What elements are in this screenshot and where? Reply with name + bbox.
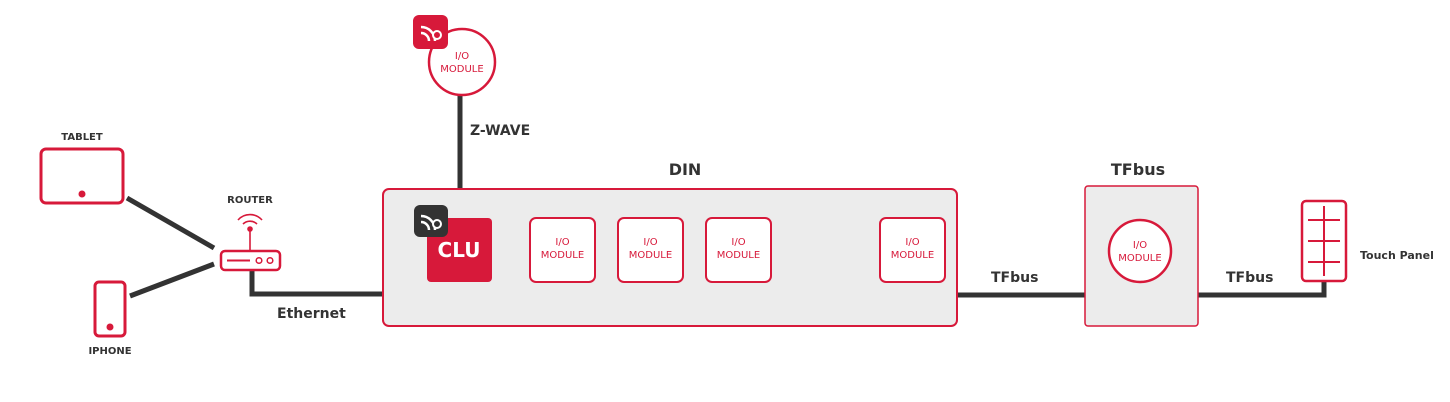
zwave-label: Z-WAVE [470, 123, 530, 139]
touch-panel-label: Touch Panel [1360, 249, 1434, 262]
router-wifi-icon [237, 213, 263, 250]
iphone-router-link [129, 261, 215, 299]
tablet-home-button [78, 190, 86, 198]
tablet-router-link [125, 195, 216, 251]
module-line1: I/O [643, 237, 657, 248]
din-title: DIN [669, 160, 702, 179]
din-io-module-4: I/O MODULE [879, 217, 946, 283]
module-line1: I/O [731, 237, 745, 248]
router-device: ROUTER [219, 195, 282, 272]
din-io-module-1: I/O MODULE [529, 217, 596, 283]
tfbus-module-line1: I/O [1133, 240, 1147, 251]
tfbus-module-line2: MODULE [1118, 253, 1161, 264]
module-line2: MODULE [629, 250, 672, 261]
module-line2: MODULE [541, 250, 584, 261]
tfbus-panel: TFbus I/O MODULE [1084, 160, 1199, 327]
ethernet-label: Ethernet [277, 306, 346, 322]
zwave-io-module: I/O MODULE [413, 15, 497, 97]
iphone-label: IPHONE [88, 346, 131, 357]
zwave-module-line1: I/O [455, 51, 469, 62]
tfbus-right-label: TFbus [1226, 270, 1273, 286]
wireless-icon [413, 15, 448, 49]
touch-panel-device: Touch Panel [1300, 199, 1434, 283]
clu-controller: CLU [414, 205, 492, 282]
zwave-module-line2: MODULE [440, 64, 483, 75]
iphone-home-button [106, 323, 114, 331]
router-body [219, 249, 282, 272]
router-label: ROUTER [227, 195, 273, 206]
tablet-device: TABLET [39, 132, 125, 205]
tfbus-panel-title: TFbus [1111, 160, 1165, 179]
module-line2: MODULE [891, 250, 934, 261]
tablet-frame [39, 147, 125, 205]
tfbus-module-circle [1107, 218, 1173, 284]
wireless-icon [414, 205, 448, 237]
module-line1: I/O [555, 237, 569, 248]
tablet-label: TABLET [61, 132, 103, 143]
iphone-device: IPHONE [88, 280, 132, 357]
din-io-module-3: I/O MODULE [705, 217, 772, 283]
module-line2: MODULE [717, 250, 760, 261]
iphone-frame [93, 280, 127, 338]
clu-label: CLU [438, 238, 481, 262]
tfbus-left-label: TFbus [991, 270, 1038, 286]
din-io-module-2: I/O MODULE [617, 217, 684, 283]
module-line1: I/O [905, 237, 919, 248]
